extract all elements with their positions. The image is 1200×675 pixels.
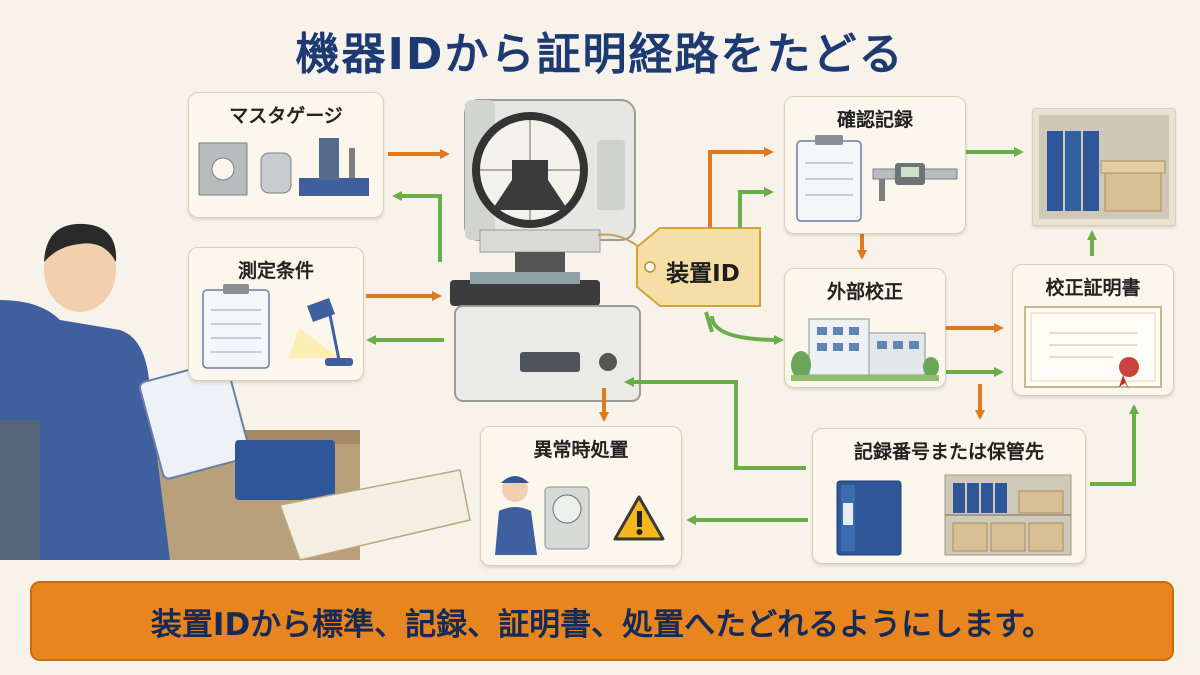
node-abnormal-handling-label: 異常時処置 bbox=[533, 439, 629, 461]
binder-archive-shelf bbox=[1032, 108, 1176, 226]
flow-arrows bbox=[366, 147, 1139, 525]
device-id-tag-shape bbox=[597, 227, 761, 307]
summary-banner-text: 装置IDから標準、記録、証明書、処置へたどれるようにします。 bbox=[150, 607, 1054, 643]
device-id-tag-label: 装置ID bbox=[666, 261, 740, 287]
node-calibration-certificate-label: 校正証明書 bbox=[1045, 277, 1141, 299]
node-abnormal-handling: 異常時処置 bbox=[480, 426, 682, 566]
node-master-gauge-label: マスタゲージ bbox=[229, 105, 343, 127]
node-external-calibration: 外部校正 bbox=[784, 268, 946, 388]
node-external-calibration-label: 外部校正 bbox=[826, 281, 903, 303]
page-title: 機器IDから証明経路をたどる bbox=[295, 29, 905, 80]
clipboard-caliper-icon bbox=[796, 135, 958, 222]
node-verification-record-label: 確認記録 bbox=[836, 109, 913, 131]
clipboard-lamp-icon bbox=[202, 284, 353, 369]
worker-illustration bbox=[0, 223, 471, 561]
node-record-number-storage: 記録番号または保管先 bbox=[812, 428, 1086, 564]
warning-technician-icon bbox=[495, 476, 665, 555]
gauge-blocks-icon bbox=[198, 138, 369, 196]
node-calibration-certificate: 校正証明書 bbox=[1012, 264, 1174, 396]
node-measurement-conditions: 測定条件 bbox=[188, 247, 364, 381]
node-measurement-conditions-label: 測定条件 bbox=[237, 260, 314, 282]
node-master-gauge: マスタゲージ bbox=[188, 92, 384, 218]
binder-shelf-icon bbox=[1039, 115, 1169, 219]
summary-banner: 装置IDから標準、記録、証明書、処置へたどれるようにします。 bbox=[30, 581, 1174, 661]
profile-projector bbox=[450, 99, 641, 402]
binder-cabinet-icon bbox=[836, 474, 1072, 556]
node-record-number-storage-label: 記録番号または保管先 bbox=[853, 441, 1044, 463]
building-icon bbox=[791, 318, 939, 381]
node-verification-record: 確認記録 bbox=[784, 96, 966, 234]
certificate-icon bbox=[1024, 306, 1162, 389]
